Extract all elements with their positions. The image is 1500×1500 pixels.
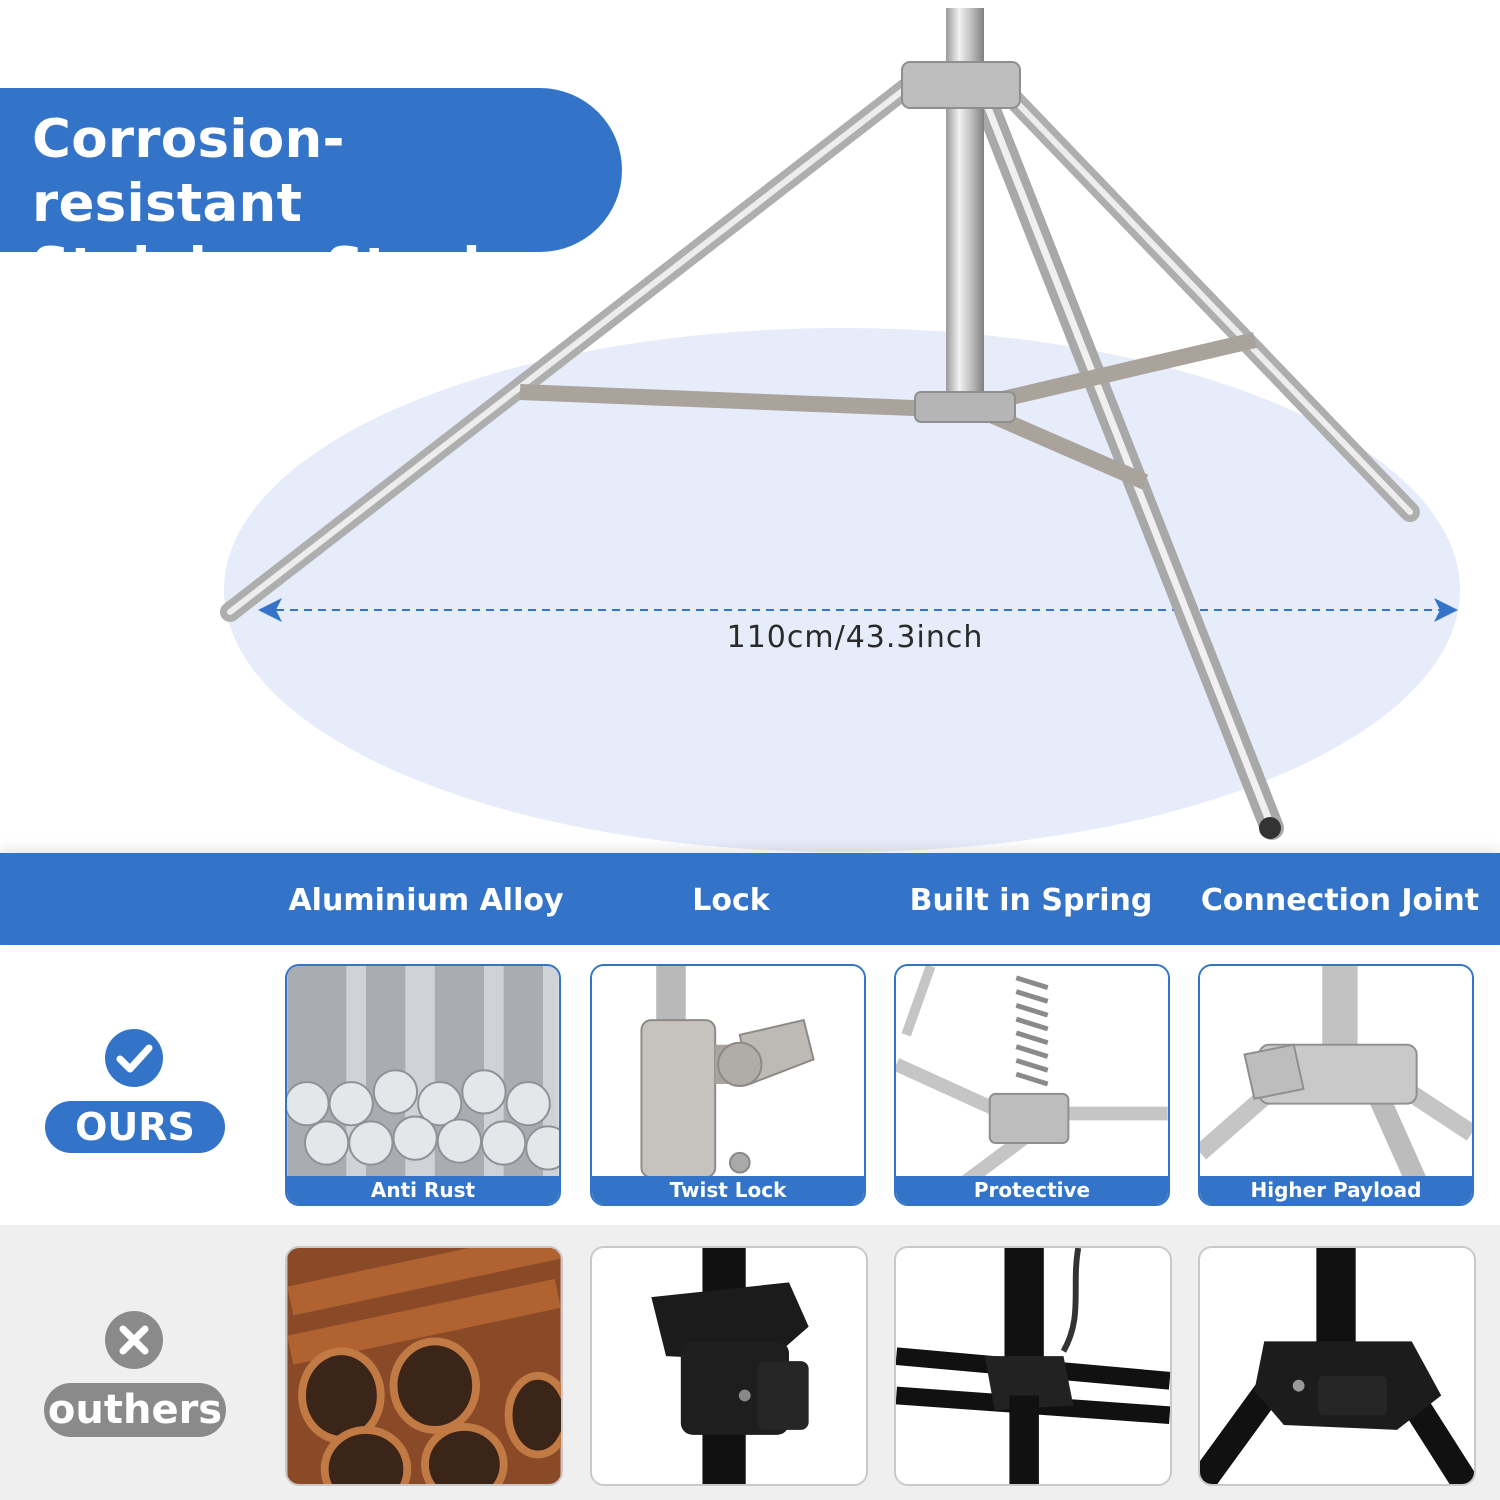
others-card-pipes xyxy=(285,1246,563,1486)
x-icon xyxy=(105,1311,163,1369)
hero-title-line1: Corrosion-resistant xyxy=(32,109,345,234)
others-card-lock xyxy=(590,1246,868,1486)
ours-card-spring: Protective xyxy=(894,964,1170,1206)
built-in-spring-image xyxy=(896,966,1168,1204)
dimension-label: 110cm/43.3inch xyxy=(726,620,984,655)
column-header-spring: Built in Spring xyxy=(909,883,1153,918)
others-label: outhers xyxy=(44,1383,226,1437)
plastic-joint-image xyxy=(1200,1248,1474,1484)
light-stand-illustration xyxy=(220,8,1460,852)
others-card-joint xyxy=(1198,1246,1476,1486)
leg-collar xyxy=(901,61,1021,109)
ours-card-aluminium: Anti Rust xyxy=(285,964,561,1206)
hero-title-line2: Stainless Steel xyxy=(32,237,481,298)
ours-card-lock: Twist Lock xyxy=(590,964,866,1206)
column-header-joint: Connection Joint xyxy=(1200,883,1480,918)
aluminium-bars-image xyxy=(287,966,559,1204)
brace-left xyxy=(519,384,963,418)
twist-lock-image xyxy=(592,966,864,1204)
plastic-base-image xyxy=(896,1248,1170,1484)
connection-joint-image xyxy=(1200,966,1472,1204)
others-card-spring xyxy=(894,1246,1172,1486)
caption-anti-rust: Anti Rust xyxy=(287,1176,559,1204)
plastic-lock-image xyxy=(592,1248,866,1484)
column-header-lock: Lock xyxy=(692,883,770,918)
hero-title: Corrosion-resistant Stainless Steel xyxy=(32,108,612,300)
ours-label: OURS xyxy=(45,1101,225,1153)
caption-higher-payload: Higher Payload xyxy=(1200,1176,1472,1204)
column-header-aluminium: Aluminium Alloy xyxy=(288,883,564,918)
brace-hub xyxy=(914,391,1016,423)
floor-ellipse xyxy=(224,328,1460,852)
ours-card-joint: Higher Payload xyxy=(1198,964,1474,1206)
caption-twist-lock: Twist Lock xyxy=(592,1176,864,1204)
comparison-header xyxy=(0,853,1500,945)
hero-badge xyxy=(0,88,622,252)
brace-right xyxy=(988,332,1257,410)
caption-protective: Protective xyxy=(896,1176,1168,1204)
check-icon xyxy=(105,1029,163,1087)
rusty-pipes-image xyxy=(287,1248,561,1484)
